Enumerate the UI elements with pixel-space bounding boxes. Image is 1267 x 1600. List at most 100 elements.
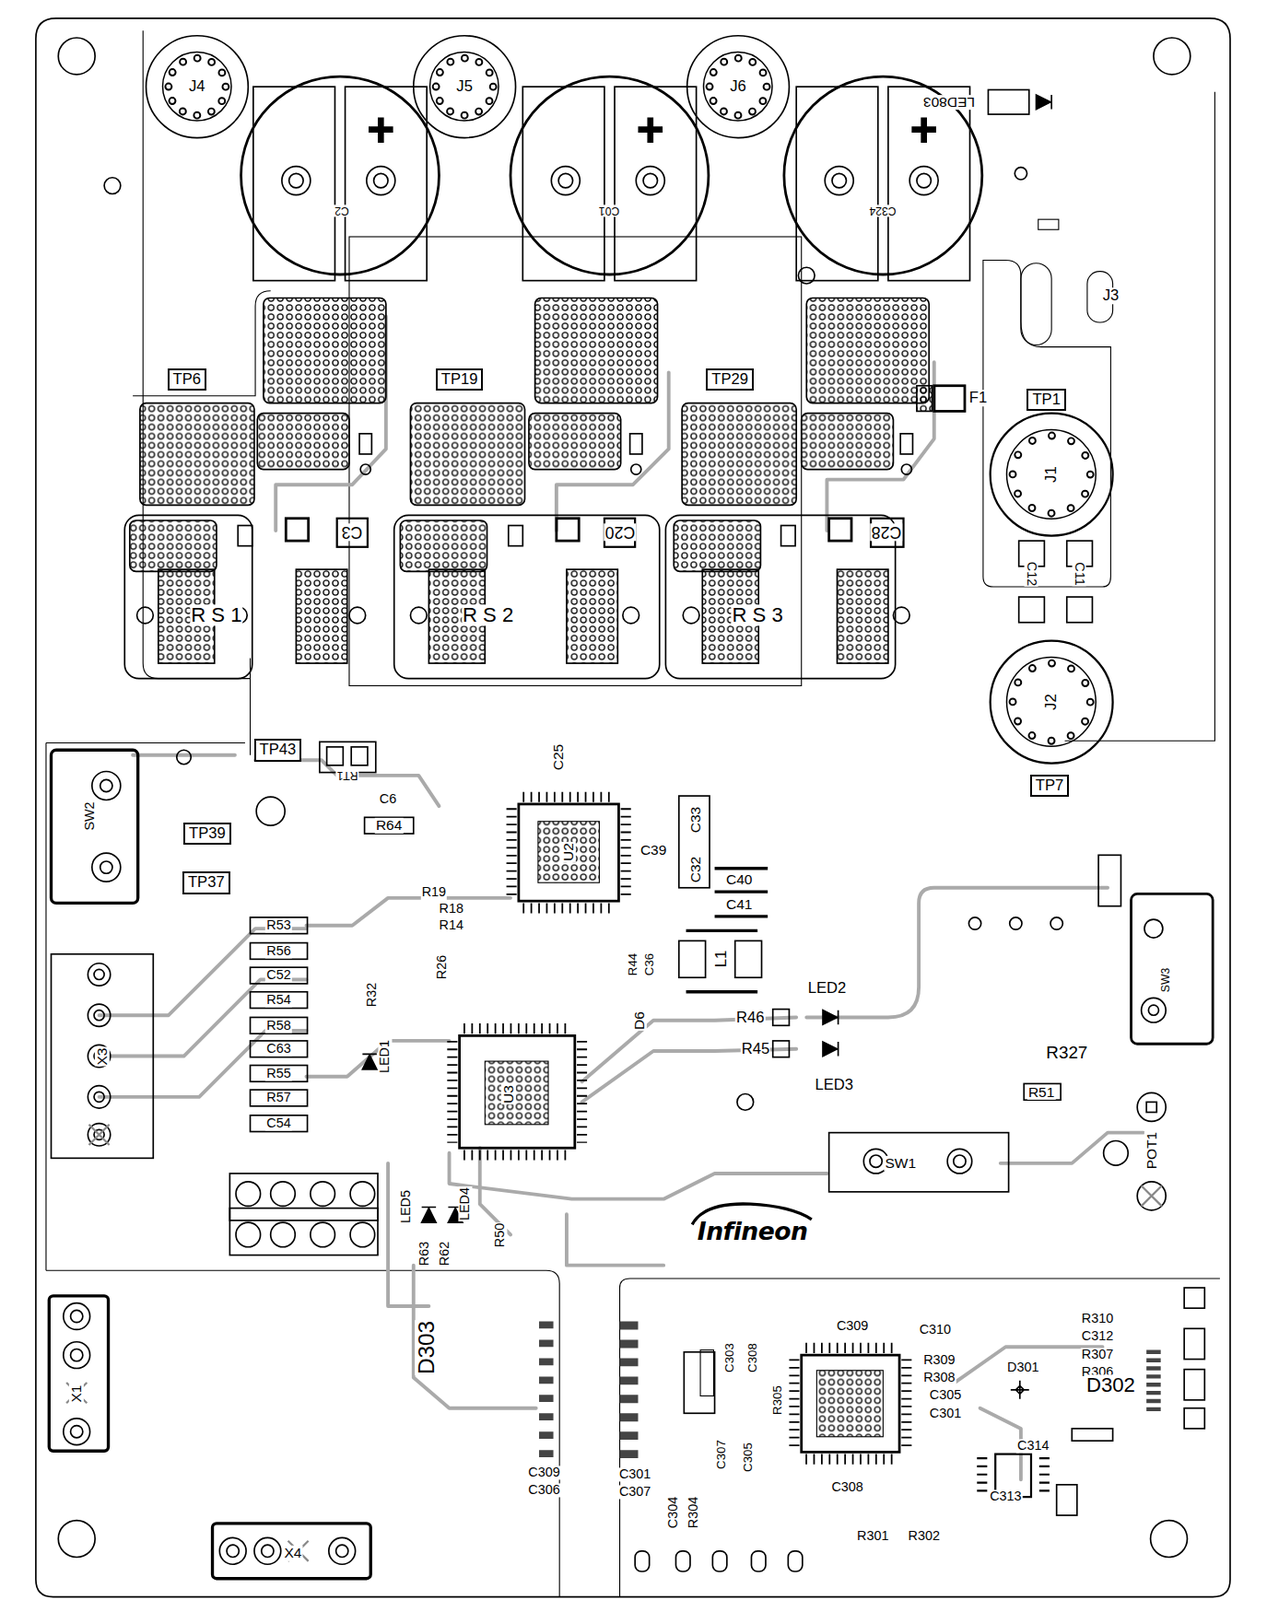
part-label: C309 (835, 1320, 869, 1335)
resistor-footprint (250, 1017, 308, 1034)
mounting-hole (104, 177, 121, 195)
region-outline (142, 30, 250, 679)
copper-trace (566, 1214, 664, 1266)
ic-package (816, 1371, 883, 1438)
mounting-hole (58, 37, 95, 75)
via-field (257, 413, 350, 470)
electrolytic-capacitor (368, 117, 394, 143)
region-outline (1038, 219, 1059, 230)
via-field (263, 297, 387, 403)
pin-header (93, 1010, 105, 1021)
part-label: C310 (918, 1323, 952, 1338)
ic-package (522, 792, 616, 803)
copper-trace (980, 1408, 1021, 1481)
smd-pads (1146, 1350, 1162, 1415)
part-label: C20 (603, 524, 636, 542)
resistor-footprint (735, 940, 763, 978)
electrolytic-capacitor (374, 173, 389, 188)
electrolytic-capacitor (916, 173, 932, 188)
part-label: C305 (741, 1442, 755, 1474)
pin-header (1009, 917, 1022, 930)
region-outline (132, 291, 271, 397)
electrolytic-capacitor (784, 76, 983, 275)
resistor-label: R54 (265, 993, 292, 1008)
pad-outline (237, 526, 253, 547)
resistor-label: R58 (265, 1019, 292, 1033)
pin-header (70, 1426, 83, 1439)
pin-header (1184, 1370, 1205, 1401)
node-text: TP43 (259, 741, 297, 759)
via-field (410, 403, 525, 506)
resistor-footprint (987, 89, 1029, 115)
pad-outline (337, 518, 368, 548)
board-outline (35, 18, 1231, 1598)
ic-package (518, 804, 620, 902)
via-field (140, 403, 255, 506)
pin-header (63, 1303, 91, 1331)
part-label: C3 (340, 524, 364, 542)
node-text: TP19 (441, 371, 479, 388)
ic-package (788, 1360, 799, 1450)
pad-outline (682, 607, 700, 624)
resistor-footprint (250, 1066, 308, 1083)
via-field (528, 413, 622, 470)
part-label: C36 (643, 952, 657, 977)
copper-trace (449, 1153, 828, 1200)
electrolytic-capacitor (522, 86, 605, 281)
pin-header (63, 1419, 91, 1446)
pin-header (70, 1349, 83, 1361)
part-label: C25 (551, 743, 566, 772)
resistor-footprint (364, 817, 414, 834)
via-field (566, 569, 618, 664)
part-label: C40 (725, 872, 753, 888)
part-label: C39 (639, 843, 668, 858)
test-point-box: TP6 (167, 368, 207, 391)
pin-header (350, 1222, 376, 1248)
part-label: R310 (1080, 1312, 1115, 1326)
capacitor-label: C63 (265, 1042, 292, 1056)
part-label: RT1 (335, 770, 359, 783)
connector-ring (709, 58, 767, 116)
part-label: U2 (561, 842, 576, 863)
pad-outline (394, 515, 660, 679)
pin-header (310, 1182, 336, 1208)
ic-package (484, 1061, 549, 1126)
node-text: TP29 (711, 371, 749, 388)
led-symbol (422, 1208, 437, 1224)
resistor-footprint (679, 796, 710, 889)
via-field (399, 520, 487, 572)
test-point-box: TP1 (1026, 388, 1066, 411)
part-label: C33 (687, 805, 703, 833)
mounting-hole (176, 750, 192, 765)
pin-header (750, 1551, 766, 1573)
via-field (681, 403, 797, 506)
pin-header (1103, 1140, 1129, 1166)
part-label: R64 (375, 818, 403, 833)
part-label: C01 (598, 205, 621, 218)
resistor-footprint (250, 1041, 308, 1058)
pin-header (100, 861, 113, 874)
part-label: D6 (631, 1010, 646, 1032)
electrolytic-capacitor (643, 173, 658, 188)
via-field (129, 520, 217, 572)
ic-package (683, 1352, 715, 1414)
resistor-footprint (250, 1090, 308, 1107)
pin-header (48, 750, 1213, 1580)
pad-outline (900, 434, 913, 455)
pin-header (254, 1537, 282, 1565)
electrolytic-capacitor (253, 86, 336, 281)
pad-outline (1067, 597, 1093, 623)
resistor-label: R56 (265, 944, 292, 959)
connector-outline (1007, 430, 1097, 520)
resistor-label: R55 (265, 1067, 292, 1081)
part-label: R62 (438, 1240, 453, 1267)
connector-ring (413, 35, 517, 139)
pin-header (87, 1086, 110, 1109)
connector-ring (146, 35, 1114, 764)
part-label: LED3 (813, 1077, 855, 1093)
part-label: R308 (922, 1371, 956, 1385)
connector-outline (430, 52, 500, 122)
pin-header (235, 1182, 261, 1208)
electrolytic-capacitor (635, 166, 665, 196)
